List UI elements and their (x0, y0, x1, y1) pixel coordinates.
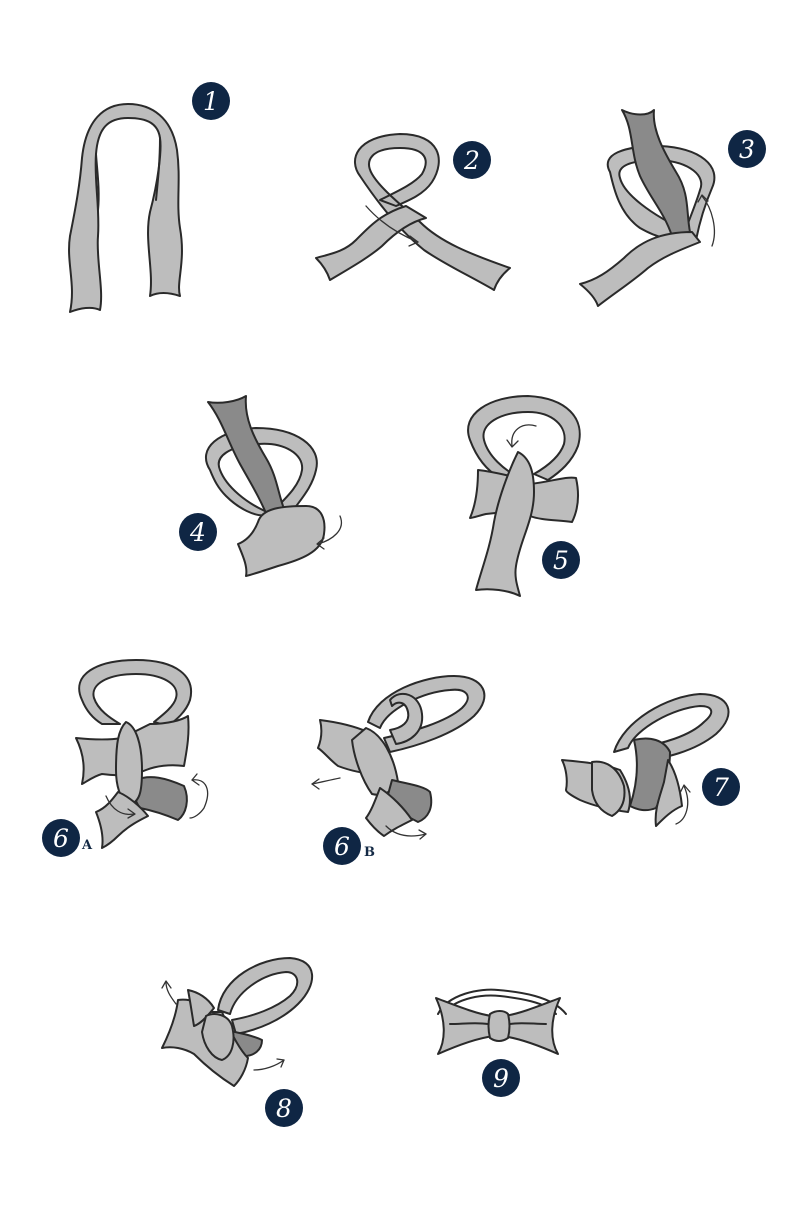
step-6a-illustration (75, 659, 209, 849)
step-8-badge: 8 (265, 1089, 303, 1127)
step-2-illustration (315, 133, 511, 291)
step-8-illustration (161, 957, 314, 1087)
step-7-illustration (561, 693, 730, 827)
step-4-badge: 4 (179, 513, 217, 551)
step-9-illustration (435, 988, 567, 1055)
step-7-badge: 7 (702, 768, 740, 806)
step-6b-badge: 6 (323, 827, 361, 865)
step-3-illustration (579, 109, 716, 307)
step-9-badge: 9 (482, 1059, 520, 1097)
step-4-illustration (204, 395, 343, 577)
step-2-badge: 2 (453, 141, 491, 179)
step-1-illustration (68, 103, 183, 313)
step-6a-badge: 6 (42, 819, 80, 857)
step-3-badge: 3 (728, 130, 766, 168)
step-1-badge: 1 (192, 82, 230, 120)
step-6b-illustration (311, 675, 486, 840)
step-6b-suffix: B (364, 845, 375, 860)
step-5-badge: 5 (542, 541, 580, 579)
step-6a-suffix: A (82, 838, 93, 853)
step-5-illustration (467, 395, 581, 597)
